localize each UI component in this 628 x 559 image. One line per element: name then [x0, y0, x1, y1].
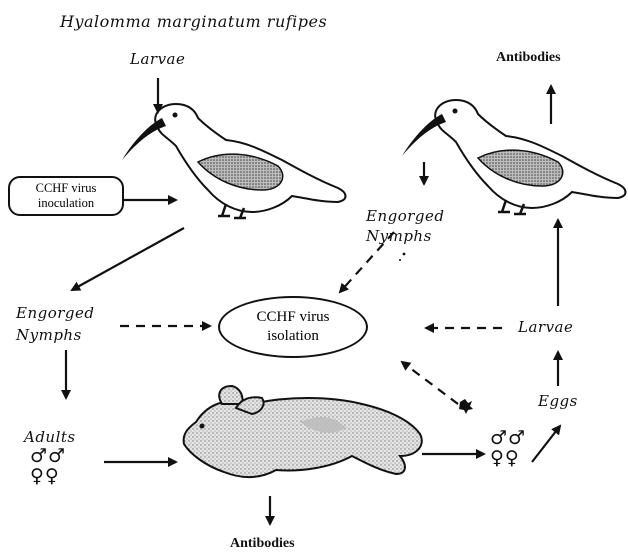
engorged-nymphs-right-line1: Engorged [366, 206, 445, 226]
print-specks [399, 253, 473, 414]
label-engorged-nymphs-left: Engorged Nymphs [16, 302, 95, 346]
inoculation-line2: inoculation [14, 196, 118, 211]
male-symbols-right: ♂♂ [490, 428, 526, 448]
inoculation-box: CCHF virus inoculation [8, 176, 124, 216]
arrow-adults-to-eggs [532, 426, 560, 462]
female-symbols-left: ♀♀ [30, 466, 66, 486]
label-eggs: Eggs [538, 392, 578, 410]
label-adults: Adults [24, 428, 76, 446]
label-larvae-right: Larvae [518, 318, 573, 336]
isolation-line2: isolation [267, 327, 319, 346]
rabbit-illustration [184, 386, 422, 477]
engorged-nymphs-right-line2: Nymphs [366, 226, 445, 246]
arrow-bird-to-engorged-nymphs [72, 228, 184, 290]
label-engorged-nymphs-right: Engorged Nymphs [366, 206, 445, 246]
adults-sex-symbols-left: ♂♂ ♀♀ [30, 446, 66, 486]
male-symbols-left: ♂♂ [30, 446, 66, 466]
bird-right-illustration [402, 100, 626, 214]
isolation-oval: CCHF virus isolation [218, 296, 368, 358]
female-symbols-right: ♀♀ [490, 448, 526, 468]
engorged-nymphs-left-line2: Nymphs [16, 324, 95, 346]
inoculation-line1: CCHF virus [14, 181, 118, 196]
dashed-arrow-adults-to-isolation [402, 362, 458, 404]
label-antibodies-bottom: Antibodies [230, 536, 295, 552]
label-larvae-top: Larvae [130, 50, 185, 68]
adults-sex-symbols-right: ♂♂ ♀♀ [490, 428, 526, 468]
label-antibodies-top: Antibodies [496, 50, 561, 66]
diagram-title: Hyalomma marginatum rufipes [60, 12, 327, 31]
engorged-nymphs-left-line1: Engorged [16, 302, 95, 324]
isolation-line1: CCHF virus [257, 308, 330, 327]
